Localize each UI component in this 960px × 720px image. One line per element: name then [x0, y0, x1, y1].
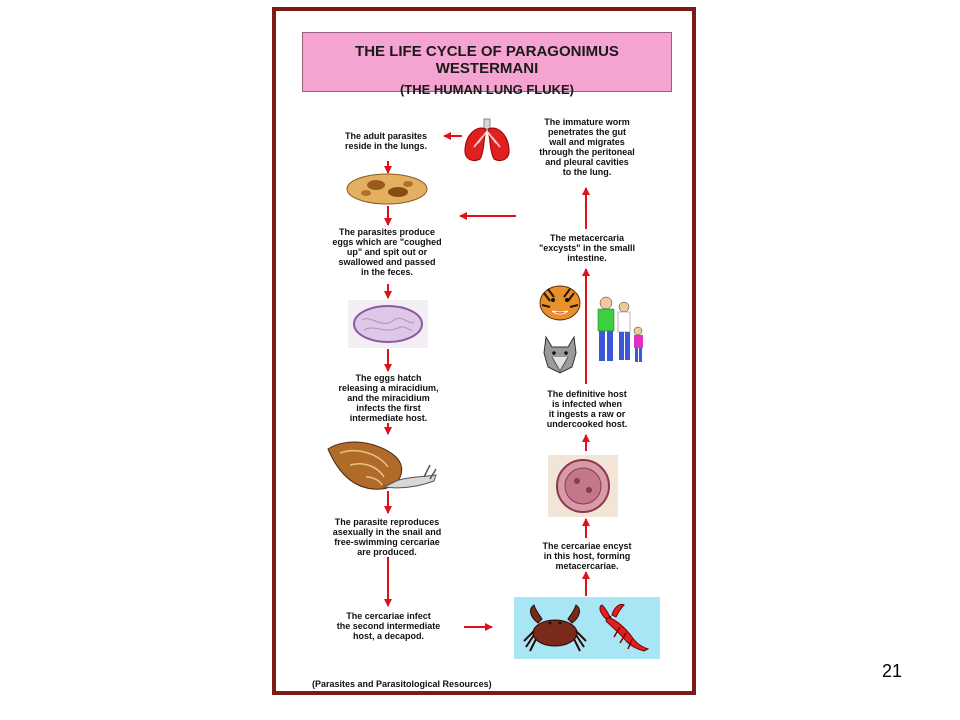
step-metacercaria-excysts: The metacercaria "excysts" in the smalll…: [538, 233, 636, 263]
egg-icon: [348, 300, 428, 348]
step-immature-worm: The immature worm penetrates the gut wal…: [539, 117, 635, 177]
title-box: THE LIFE CYCLE OF PARAGONIMUS WESTERMANI…: [302, 32, 672, 97]
life-cycle-panel: THE LIFE CYCLE OF PARAGONIMUS WESTERMANI…: [272, 7, 696, 695]
slide-number: 21: [882, 661, 903, 681]
cycle-arrows: [384, 132, 590, 631]
title-line-1: THE LIFE CYCLE OF PARAGONIMUS WESTERMANI: [355, 43, 619, 77]
step-cercariae-encyst: The cercariae encyst in this host, formi…: [542, 541, 632, 571]
lungs-icon: [464, 118, 510, 162]
source-caption: (Parasites and Parasitological Resources…: [312, 679, 492, 689]
human-family-icon: [597, 296, 643, 362]
adult-fluke-icon: [346, 173, 428, 205]
step-cercariae-infect: The cercariae infect the second intermed…: [336, 611, 441, 641]
crab-crayfish-panel: [514, 597, 660, 659]
snail-icon: [327, 441, 437, 490]
step-parasite-reproduces: The parasite reproduces asexually in the…: [332, 517, 442, 557]
metacercaria-cyst-icon: [548, 455, 618, 517]
step-definitive-host: The definitive host is infected when it …: [546, 389, 628, 429]
step-eggs-produced: The parasites produce eggs which are "co…: [332, 227, 442, 277]
tiger-icon: [539, 285, 581, 321]
step-eggs-hatch: The eggs hatch releasing a miracidium, a…: [338, 373, 439, 423]
step-adult-parasites: The adult parasites reside in the lungs.: [344, 131, 428, 151]
crab-icon: [523, 604, 587, 652]
title-line-2: (THE HUMAN LUNG FLUKE): [399, 82, 575, 97]
wolf-icon: [543, 335, 577, 374]
crayfish-icon: [599, 604, 650, 652]
